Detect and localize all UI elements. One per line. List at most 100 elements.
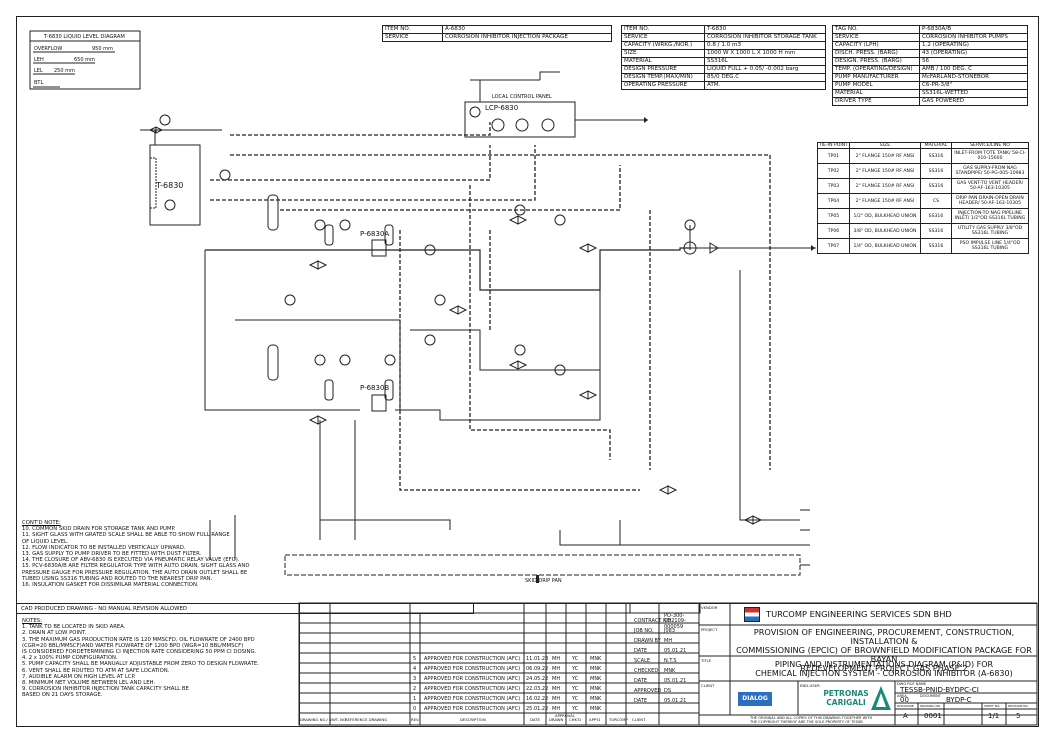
- vendor-label: VENDOR: [701, 605, 718, 610]
- rev-header: CLIENT: [632, 717, 646, 722]
- info-key: JOB NO.: [634, 628, 654, 634]
- cad-banner: CAD PRODUCED DRAWING - NO MANUAL REVISIO…: [21, 606, 188, 612]
- rev-header: CHK'D: [569, 717, 581, 722]
- pump-b-label: P-6830B: [360, 384, 390, 392]
- level-row-leh-label: LEH: [34, 57, 44, 63]
- tie-cell: PSO IMPULSE LINE 1/4"OD SS316L TUBING: [950, 238, 1030, 255]
- rev-approved: MNK: [590, 656, 602, 662]
- title-label: TITLE: [701, 658, 712, 663]
- pump-a-label: P-6830A: [360, 230, 390, 238]
- project-text: PROVISION OF ENGINEERING, PROCUREMENT, C…: [732, 628, 1036, 673]
- contd-note-line: 10. COMMON SKID DRAIN FOR STORAGE TANK A…: [22, 526, 176, 533]
- info-key: DATE: [634, 698, 648, 704]
- rev-checked: YC: [572, 686, 579, 692]
- level-row-leh-value: 650 mm: [74, 57, 95, 63]
- info-value: J083: [664, 628, 676, 634]
- rev-description: APPROVED FOR CONSTRUCTION (AFC): [424, 706, 521, 712]
- dialog-logo: DIALOG: [738, 692, 772, 706]
- company-name: TURCOMP ENGINEERING SERVICES SDN BHD: [766, 609, 952, 619]
- level-row-lel-label: LEL: [34, 68, 43, 74]
- rev-header: DRAWING NO./ DWT. NO.: [300, 717, 347, 722]
- rev-number: 3: [413, 676, 417, 682]
- contd-note-line: 13. GAS SUPPLY TO PUMP DRIVER TO BE FITT…: [22, 551, 202, 558]
- info-key: DATE: [634, 648, 648, 654]
- rev-header: REV.: [411, 717, 420, 722]
- pump-p6830a: [371, 239, 387, 257]
- note-line: 9. CORROSION INHIBITOR INJECTION TANK CA…: [22, 686, 189, 693]
- contd-note-line: 14. THE CLOSURE OF ABV-6830 IS EXECUTED …: [22, 557, 240, 564]
- rev-date: 06.09.22: [526, 666, 549, 672]
- rev-date: 16.02.22: [526, 696, 549, 702]
- revision-label: REVISION NO: [1008, 704, 1028, 708]
- revision-value: 5: [1016, 712, 1021, 720]
- info-value: 05.01.21: [664, 648, 687, 654]
- drawing-no-label: DRAWING NO.: [920, 704, 941, 708]
- note-line: 8. MINIMUM NET VOLUME BETWEEN LEL AND LE…: [22, 680, 156, 687]
- info-key: CHECKED: [634, 668, 659, 674]
- rev-drawn: MH: [552, 696, 561, 702]
- info-key: APPROVED: [634, 688, 662, 694]
- rev-number: 0: [413, 706, 417, 712]
- note-line: 7. AUDIBLE ALARM ON HIGH LEVEL AT LCP.: [22, 673, 136, 680]
- note-line: (CGR=20 BBL/MMSCF)AND WATER FLOWRATE OF …: [22, 642, 244, 649]
- note-line: 4. 2 x 100% PUMP CONFIGURATION.: [22, 655, 118, 662]
- drip-pan-label: SKID DRIP PAN: [525, 578, 562, 584]
- tie-cell: TP07: [817, 238, 850, 255]
- info-value: 05.01.21: [664, 698, 687, 704]
- rev-checked: YC: [572, 676, 579, 682]
- area-value: 00: [900, 696, 909, 704]
- docno-label: DOCUMENT: [920, 694, 941, 698]
- rev-checked: YC: [572, 706, 579, 712]
- rev-approved: MNK: [590, 686, 602, 692]
- client-label: CLIENT: [701, 683, 715, 688]
- approval-header: APPROVAL: [555, 713, 575, 718]
- drawing-title: PIPING AND INSTRUMENTATIONS DIAGRAM (P&I…: [732, 660, 1036, 678]
- dialog-logo-text: DIALOG: [742, 695, 768, 702]
- info-value: 05.01.21: [664, 678, 687, 684]
- sheet-border: [16, 16, 1039, 727]
- cad-banner-frame: [16, 603, 299, 614]
- rev-header: DESCRIPTION: [460, 717, 486, 722]
- rev-number: 1: [413, 696, 417, 702]
- title-line: PIPING AND INSTRUMENTATIONS DIAGRAM (P&I…: [774, 660, 994, 669]
- rev-description: APPROVED FOR CONSTRUCTION (AFC): [424, 666, 521, 672]
- info-key: DATE: [634, 678, 648, 684]
- rev-drawn: MH: [552, 706, 561, 712]
- rev-description: APPROVED FOR CONSTRUCTION (AFC): [424, 656, 521, 662]
- petronas-logo: [871, 686, 891, 710]
- info-key: CONTRACT NO: [634, 618, 671, 624]
- petronas-logo-text: PETRONAS CARIGALI: [823, 689, 869, 707]
- note-line: 6. VENT SHALL BE ROUTED TO ATM AT SAFE L…: [22, 667, 170, 674]
- contd-note-line: OF LIQUID LEVEL.: [22, 538, 69, 545]
- note-line: 1. TANK TO BE LOCATED IN SKID AREA.: [22, 624, 126, 631]
- rev-drawn: MH: [552, 686, 561, 692]
- rev-description: APPROVED FOR CONSTRUCTION (AFC): [424, 696, 521, 702]
- rev-date: 22.03.22: [526, 686, 549, 692]
- area-label: AREA: [897, 694, 907, 698]
- lcp-title: LOCAL CONTROL PANEL: [492, 94, 552, 100]
- spec-value: GAS POWERED: [919, 97, 1028, 106]
- rev-description: APPROVED FOR CONSTRUCTION (AFC): [424, 686, 521, 692]
- contd-note-line: TUBED USING SS316 TUBING AND ROUTED TO T…: [22, 575, 213, 582]
- info-value: DS: [664, 688, 672, 694]
- drawing-no-value: 0001: [924, 712, 942, 720]
- copyright-line: THE ORIGINAL AND ALL COPIES OF THIS DRAW…: [750, 716, 873, 720]
- end-user-label: END-USER: [800, 683, 820, 688]
- contd-note-line: 11. SIGHT GLASS WITH GRATED SCALE SHALL …: [22, 532, 230, 539]
- project-line: REDEVELOPMENT PROJECT GAS PHASE 2: [800, 663, 968, 673]
- rev-header: TURCOMP: [609, 717, 628, 722]
- rev-date: 11.01.23: [526, 656, 549, 662]
- discipline-label: DISCIPLINE: [897, 704, 914, 708]
- rev-header: APP'D: [589, 717, 601, 722]
- rev-header: DATE: [530, 717, 540, 722]
- note-line: IS CONSIDERED FORDETERMINING CI INJECTIO…: [22, 649, 257, 656]
- contd-note-title: CONT'D NOTE:: [22, 520, 61, 526]
- rev-date: 25.01.22: [526, 706, 549, 712]
- level-diagram-frame: [29, 30, 141, 90]
- info-key: SCALE: [634, 658, 651, 664]
- project-line: COMMISSIONING (EPCIC) OF BROWNFIELD MODI…: [736, 645, 1032, 664]
- rev-header: REFERENCE DRAWING: [345, 717, 388, 722]
